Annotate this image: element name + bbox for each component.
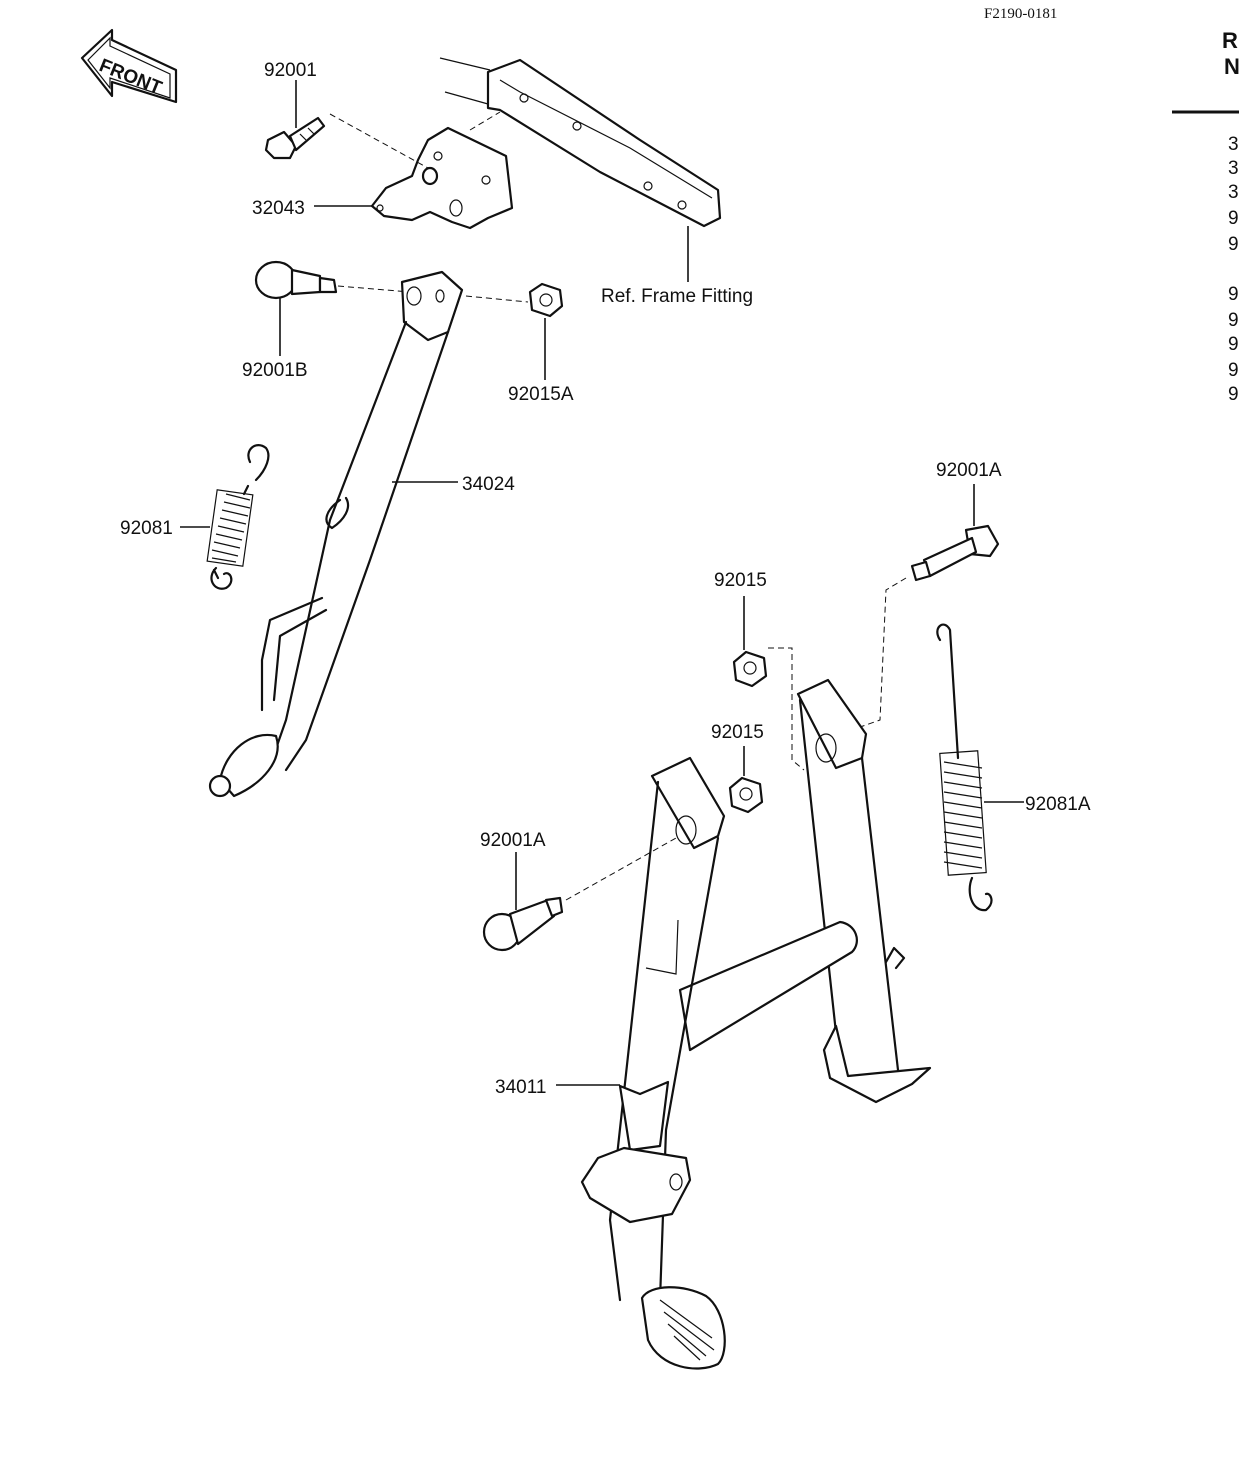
- table-row: 9: [1228, 234, 1239, 255]
- label-spring-92081: 92081: [120, 518, 173, 539]
- label-nut-92015-lower: 92015: [711, 722, 764, 743]
- spring-92081a: [936, 623, 1024, 912]
- nut-92015-lower: [728, 746, 764, 814]
- label-bolt-92001a-right: 92001A: [936, 460, 1002, 481]
- label-bracket-32043: 32043: [252, 198, 305, 219]
- diagram-code: F2190-0181: [984, 6, 1057, 22]
- table-row: 9: [1228, 334, 1239, 355]
- bolt-92001: [264, 80, 429, 169]
- table-row: 3: [1228, 158, 1239, 179]
- nut-92015a: [465, 282, 564, 380]
- label-bolt-92001: 92001: [264, 60, 317, 81]
- table-header-line1: R: [1222, 28, 1238, 53]
- frame-fitting: Ref. Frame Fitting: [439, 57, 753, 307]
- table-row: 3: [1228, 182, 1239, 203]
- table-header-line2: N: [1224, 54, 1239, 79]
- label-nut-92015a: 92015A: [508, 384, 574, 405]
- side-stand-34024: [208, 270, 464, 798]
- nut-92015-upper: [732, 596, 805, 771]
- bolt-92001a-right: [845, 484, 1000, 733]
- table-row: 9: [1228, 284, 1239, 305]
- reference-note: Ref. Frame Fitting: [601, 286, 753, 307]
- label-nut-92015-upper: 92015: [714, 570, 767, 591]
- label-main-stand-34011: 34011: [495, 1077, 546, 1098]
- label-spring-92081a: 92081A: [1025, 794, 1091, 815]
- front-label: FRONT: [96, 55, 165, 99]
- table-row: 9: [1228, 360, 1239, 381]
- bolt-92001a-left: [482, 837, 677, 952]
- table-row: 9: [1228, 384, 1239, 405]
- bolt-92001b: [254, 260, 411, 356]
- bracket-32043: [370, 111, 514, 230]
- main-stand-34011: [556, 678, 932, 1370]
- table-row: 3: [1228, 134, 1239, 155]
- parts-table-edge: R N 3 3 3 9 9 9 9 9 9 9: [1172, 28, 1239, 405]
- label-side-stand-34024: 34024: [462, 474, 515, 495]
- label-bolt-92001b: 92001B: [242, 360, 308, 381]
- spring-92081: [180, 444, 270, 590]
- table-row: 9: [1228, 208, 1239, 229]
- table-row: 9: [1228, 310, 1239, 331]
- front-arrow-icon: FRONT: [80, 28, 178, 104]
- label-bolt-92001a-left: 92001A: [480, 830, 546, 851]
